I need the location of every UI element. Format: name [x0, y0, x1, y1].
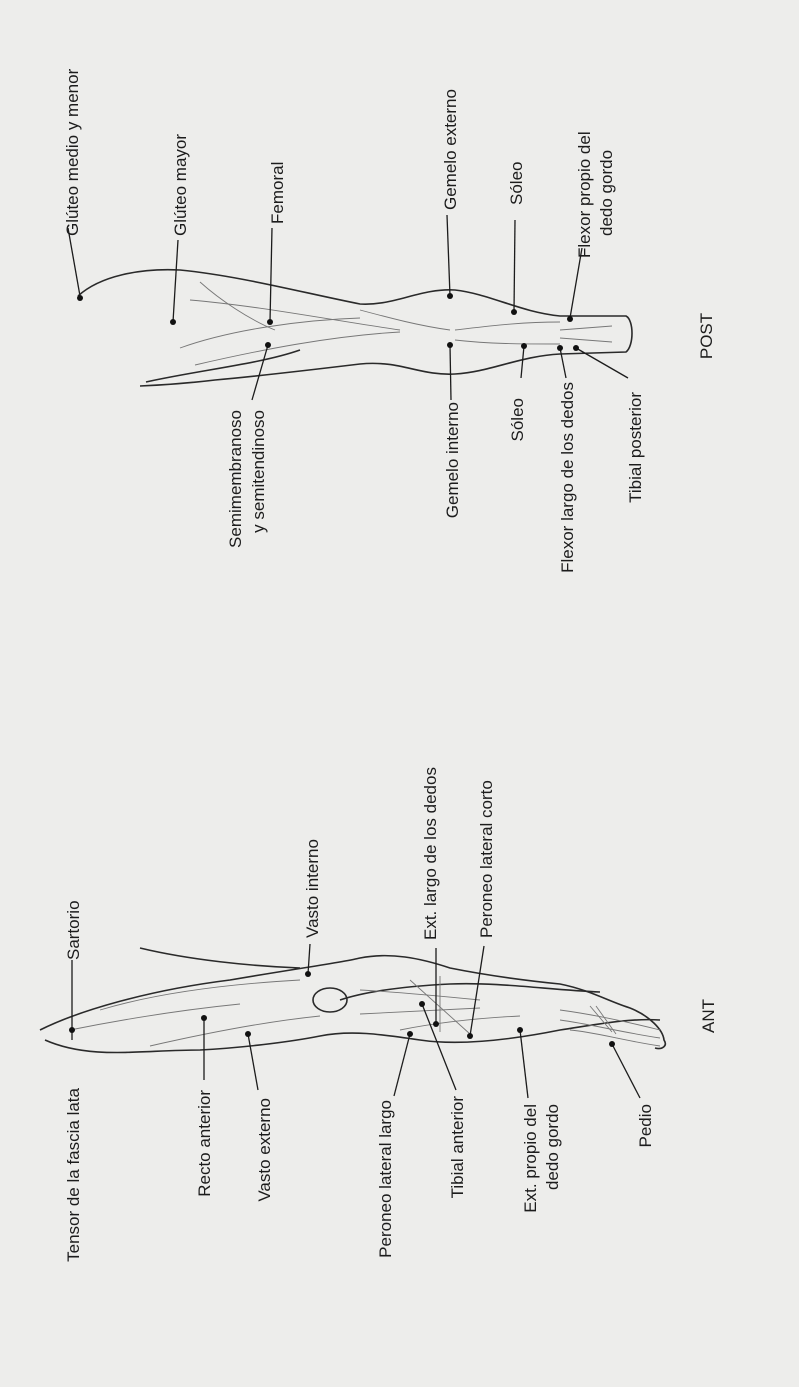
posterior-muscle-line — [455, 340, 560, 344]
marker-dot — [170, 319, 176, 325]
label-gluteo-medio: Glúteo medio y menor — [63, 68, 82, 236]
anterior-muscle-line — [360, 1008, 480, 1014]
marker-dot — [609, 1041, 615, 1047]
leader-line — [470, 946, 484, 1036]
label-sartorio: Sartorio — [64, 900, 83, 960]
label-flexor-propio-line2: dedo gordo — [597, 150, 616, 236]
posterior-muscle-line — [560, 326, 612, 342]
marker-dot — [511, 309, 517, 315]
label-soleo-upper: Sóleo — [507, 162, 526, 205]
anterior-muscle-line — [400, 1016, 520, 1030]
marker-dot — [201, 1015, 207, 1021]
anterior-muscle-line — [150, 1016, 320, 1046]
marker-dot — [267, 319, 273, 325]
marker-dot — [447, 342, 453, 348]
label-ext-propio-line1: Ext. propio del — [521, 1104, 540, 1213]
label-soleo-lower: Sóleo — [508, 398, 527, 441]
marker-dot — [573, 345, 579, 351]
leader-line — [308, 944, 310, 974]
label-vasto-interno: Vasto interno — [303, 839, 322, 938]
leader-line — [450, 345, 451, 400]
leader-line — [521, 346, 524, 378]
caption-post: POST — [697, 313, 716, 359]
label-gemelo-interno: Gemelo interno — [443, 402, 462, 518]
label-gemelo-externo: Gemelo externo — [441, 89, 460, 210]
marker-dot — [305, 971, 311, 977]
label-flexor-largo: Flexor largo de los dedos — [558, 382, 577, 573]
posterior-muscle-line — [455, 322, 560, 330]
marker-dot — [467, 1033, 473, 1039]
label-recto-anterior: Recto anterior — [195, 1090, 214, 1197]
leader-line — [514, 220, 515, 312]
posterior-muscle-line — [360, 310, 450, 330]
marker-dot — [517, 1027, 523, 1033]
anterior-leg-medial-outline — [340, 984, 600, 1000]
caption-ant: ANT — [699, 999, 718, 1033]
label-semimembranoso-line2: y semitendinoso — [249, 410, 268, 533]
label-ext-propio-line2: dedo gordo — [543, 1104, 562, 1190]
leader-line — [252, 345, 268, 400]
anterior-muscle-line — [590, 1006, 612, 1032]
posterior-view: Glúteo medio y menor Glúteo mayor Femora… — [63, 68, 716, 572]
posterior-leg-lower-outline — [146, 350, 300, 382]
posterior-muscle-line — [195, 332, 400, 365]
leader-line — [248, 1034, 258, 1090]
posterior-muscle-line — [200, 282, 275, 330]
label-peroneo-corto: Peroneo lateral corto — [477, 780, 496, 938]
label-peroneo-largo: Peroneo lateral largo — [376, 1100, 395, 1258]
label-gluteo-mayor: Glúteo mayor — [171, 134, 190, 236]
marker-dot — [407, 1031, 413, 1037]
leader-line — [394, 1034, 410, 1096]
anterior-muscle-line — [360, 990, 480, 1000]
label-vasto-externo: Vasto externo — [255, 1098, 274, 1202]
label-semimembranoso-line1: Semimembranoso — [226, 410, 245, 548]
marker-dot — [433, 1021, 439, 1027]
leader-line — [447, 215, 450, 296]
leader-line — [173, 240, 178, 322]
leader-line — [612, 1044, 640, 1098]
leader-line — [520, 1030, 528, 1098]
label-flexor-propio-line1: Flexor propio del — [575, 131, 594, 258]
marker-dot — [521, 343, 527, 349]
anterior-view: Sartorio Vasto interno Ext. largo de los… — [40, 767, 718, 1262]
leader-line — [270, 228, 272, 322]
leader-line — [560, 348, 566, 378]
posterior-leg-outline — [78, 270, 632, 386]
label-femoral: Femoral — [268, 162, 287, 224]
anterior-leg-upper-outline — [140, 948, 300, 968]
marker-dot — [419, 1001, 425, 1007]
marker-dot — [245, 1031, 251, 1037]
anterior-leg-inner-outline — [45, 1020, 660, 1053]
marker-dot — [77, 295, 83, 301]
marker-dot — [69, 1027, 75, 1033]
anterior-leg-outline — [40, 956, 665, 1049]
label-tibial-anterior: Tibial anterior — [448, 1096, 467, 1199]
anterior-muscle-line — [596, 1006, 616, 1034]
label-tensor-fascia: Tensor de la fascia lata — [64, 1087, 83, 1261]
marker-dot — [265, 342, 271, 348]
label-ext-largo-dedos: Ext. largo de los dedos — [421, 767, 440, 940]
marker-dot — [447, 293, 453, 299]
marker-dot — [557, 345, 563, 351]
leader-line — [68, 228, 80, 296]
label-pedio: Pedio — [636, 1104, 655, 1147]
marker-dot — [567, 316, 573, 322]
label-tibial-posterior: Tibial posterior — [626, 392, 645, 503]
